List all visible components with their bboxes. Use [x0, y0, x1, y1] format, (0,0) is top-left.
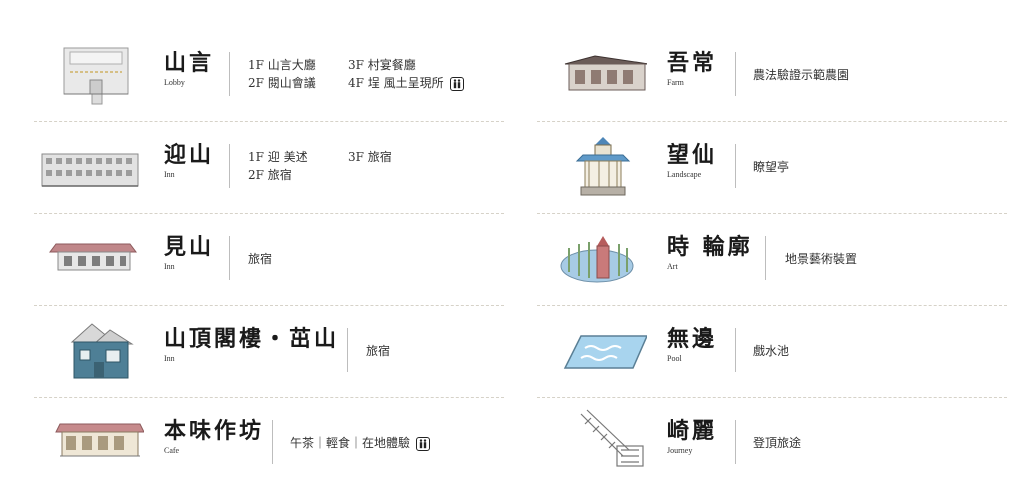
place-name: 吾常 [667, 50, 718, 76]
divider [229, 52, 230, 96]
inn-building-icon [41, 153, 139, 187]
farm-building-icon [564, 55, 647, 91]
place-description: 地景藝術裝置 [785, 252, 858, 266]
list-item[interactable]: 時 輪廓 Art 地景藝術裝置 [537, 214, 1007, 306]
place-title: 時 輪廓 Art [667, 234, 753, 271]
right-column: 吾常 Farm 農法驗證示範農園 望仙 Landscape 瞭望亭 [537, 30, 1007, 490]
place-subtitle: Inn [164, 354, 175, 363]
place-subtitle: Art [667, 262, 678, 271]
place-name: 迎山 [164, 142, 215, 168]
place-title: 迎山 Inn [164, 142, 214, 179]
place-title: 見山 Inn [164, 234, 214, 271]
place-description: 戲水池 [753, 344, 790, 358]
pavilion-icon [575, 137, 631, 196]
place-title: 吾常 Farm [667, 50, 717, 87]
attic-house-icon [70, 323, 134, 379]
place-description: 午茶｜輕食｜在地體驗 [290, 434, 431, 452]
list-item[interactable]: 見山 Inn 旅宿 [34, 214, 504, 306]
place-description: 旅宿 [366, 344, 391, 358]
place-name: 見山 [164, 234, 215, 260]
stairway-icon [580, 409, 644, 467]
list-item[interactable]: 望仙 Landscape 瞭望亭 [537, 122, 1007, 214]
divider [229, 144, 230, 188]
divider [735, 144, 736, 188]
divider [735, 52, 736, 96]
place-subtitle: Journey [667, 446, 693, 455]
place-subtitle: Inn [164, 170, 175, 179]
place-subtitle: Inn [164, 262, 175, 271]
place-description: 旅宿 [248, 252, 273, 266]
place-name: 本味作坊 [164, 418, 265, 444]
list-item[interactable]: 吾常 Farm 農法驗證示範農園 [537, 30, 1007, 122]
place-subtitle: Landscape [667, 170, 702, 179]
restroom-icon [449, 76, 464, 91]
place-description: 農法驗證示範農園 [753, 68, 850, 82]
lobby-building-icon [63, 47, 129, 105]
place-title: 崎麗 Journey [667, 418, 717, 455]
restroom-icon [416, 436, 431, 451]
place-description: 瞭望亭 [753, 160, 790, 174]
list-item[interactable]: 本味作坊 Cafe 午茶｜輕食｜在地體驗 [34, 398, 504, 490]
pool-icon [563, 335, 647, 369]
place-title: 山頂閣樓・茁山 Inn [164, 326, 339, 363]
art-installation-icon [560, 236, 634, 283]
place-subtitle: Pool [667, 354, 682, 363]
cafe-workshop-icon [55, 423, 144, 457]
place-name: 山頂閣樓・茁山 [164, 326, 340, 352]
place-name: 崎麗 [667, 418, 718, 444]
divider [735, 420, 736, 464]
place-title: 無邊 Pool [667, 326, 717, 363]
place-description: 登頂旅途 [753, 436, 802, 450]
place-name: 山言 [164, 50, 215, 76]
divider [735, 328, 736, 372]
place-title: 山言 Lobby [164, 50, 214, 87]
list-item[interactable]: 崎麗 Journey 登頂旅途 [537, 398, 1007, 490]
place-subtitle: Lobby [164, 78, 185, 87]
divider [272, 420, 273, 464]
place-title: 望仙 Landscape [667, 142, 717, 179]
list-item[interactable]: 無邊 Pool 戲水池 [537, 306, 1007, 398]
divider [229, 236, 230, 280]
list-item[interactable]: 山頂閣樓・茁山 Inn 旅宿 [34, 306, 504, 398]
place-name: 無邊 [667, 326, 718, 352]
place-subtitle: Cafe [164, 446, 180, 455]
place-subtitle: Farm [667, 78, 684, 87]
place-name: 望仙 [667, 142, 718, 168]
jianshan-house-icon [49, 243, 137, 271]
place-name: 時 輪廓 [667, 234, 753, 260]
divider [347, 328, 348, 372]
divider [765, 236, 766, 280]
place-title: 本味作坊 Cafe [164, 418, 264, 455]
